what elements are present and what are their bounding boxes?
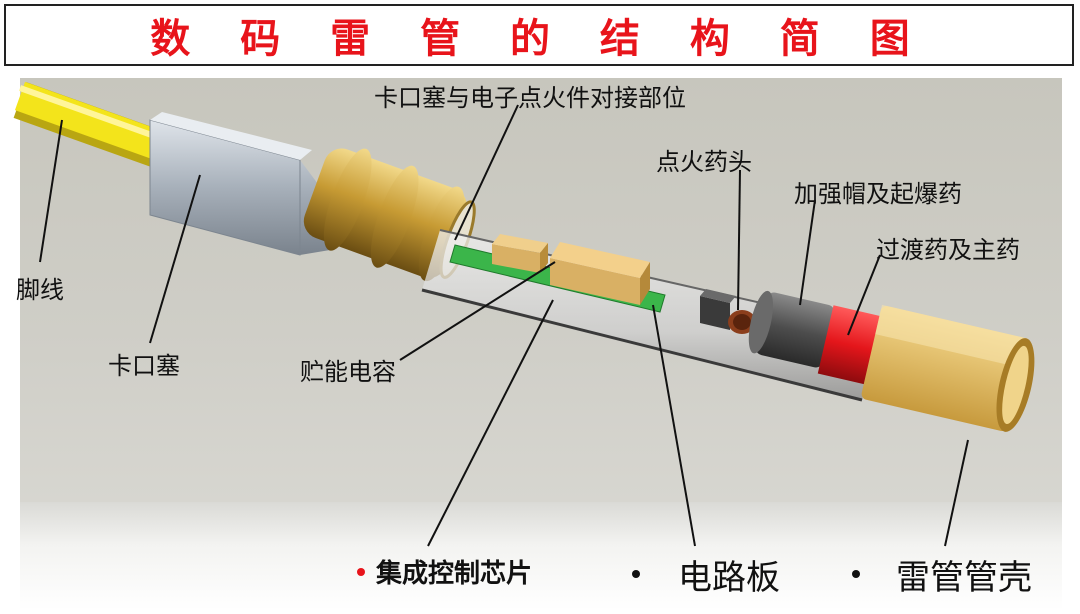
legend-dot-board: [632, 570, 640, 578]
label-capacitor: 贮能电容: [300, 352, 396, 387]
label-bayonet-joint: 卡口塞与电子点火件对接部位: [374, 78, 686, 113]
detonator-shell: [860, 305, 1041, 435]
legend-label-chip: 集成控制芯片: [376, 553, 532, 590]
legend-dot-chip: [357, 568, 365, 576]
label-ignition-head: 点火药头: [656, 142, 752, 177]
label-plug: 卡口塞: [108, 346, 180, 381]
legend-dot-shell: [852, 570, 860, 578]
bayonet-plug: [150, 112, 330, 255]
label-reinforcing-cap: 加强帽及起爆药: [794, 174, 962, 209]
label-transition-charge: 过渡药及主药: [876, 230, 1020, 265]
legend-label-board: 电路板: [678, 550, 780, 599]
label-leg-wire: 脚线: [16, 270, 64, 305]
legend-label-shell: 雷管管壳: [896, 550, 1032, 599]
leg-wire: [20, 88, 160, 150]
